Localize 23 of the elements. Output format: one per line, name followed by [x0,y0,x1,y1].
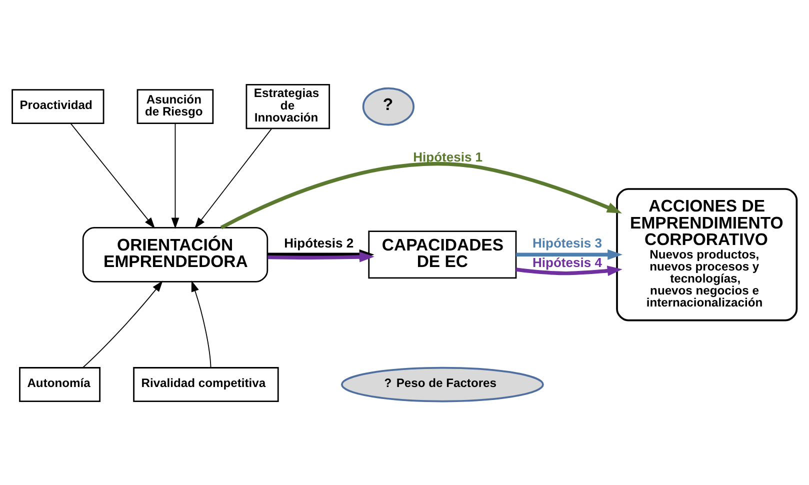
edge-label: Hipótesis 4 [532,254,602,270]
node-box: Asunción de Riesgo [136,88,214,124]
node-box: Rivalidad competitiva [133,366,279,402]
node-ellipse: ? Peso de Factores [340,366,544,402]
node-box: ACCIONES DE EMPRENDIMIENTO CORPORATIVO Nuevos productos, nuevos procesos y tecnologías, nuevos negocios e internacionalización [616,188,798,321]
node-box: Proactividad [12,88,104,124]
arrow [516,265,622,276]
arrow [194,128,272,228]
arrow [268,251,374,262]
edge-label: Hipótesis 3 [532,234,602,250]
arrow [171,122,180,228]
edge-label: Hipótesis 1 [413,148,483,164]
arrow [70,122,156,228]
node-box: Autonomía [19,366,101,402]
arrow [82,280,163,368]
arrow [516,248,623,260]
edge-label: Hipótesis 2 [284,234,354,250]
node-ellipse: ? [362,86,414,126]
node-box: ORIENTACIÓN EMPRENDEDORA [82,226,268,282]
node-box: CAPACIDADES DE EC [368,230,517,278]
arrow [220,161,622,229]
arrow [191,280,212,368]
node-box: Estrategias de Innovación [246,84,330,129]
